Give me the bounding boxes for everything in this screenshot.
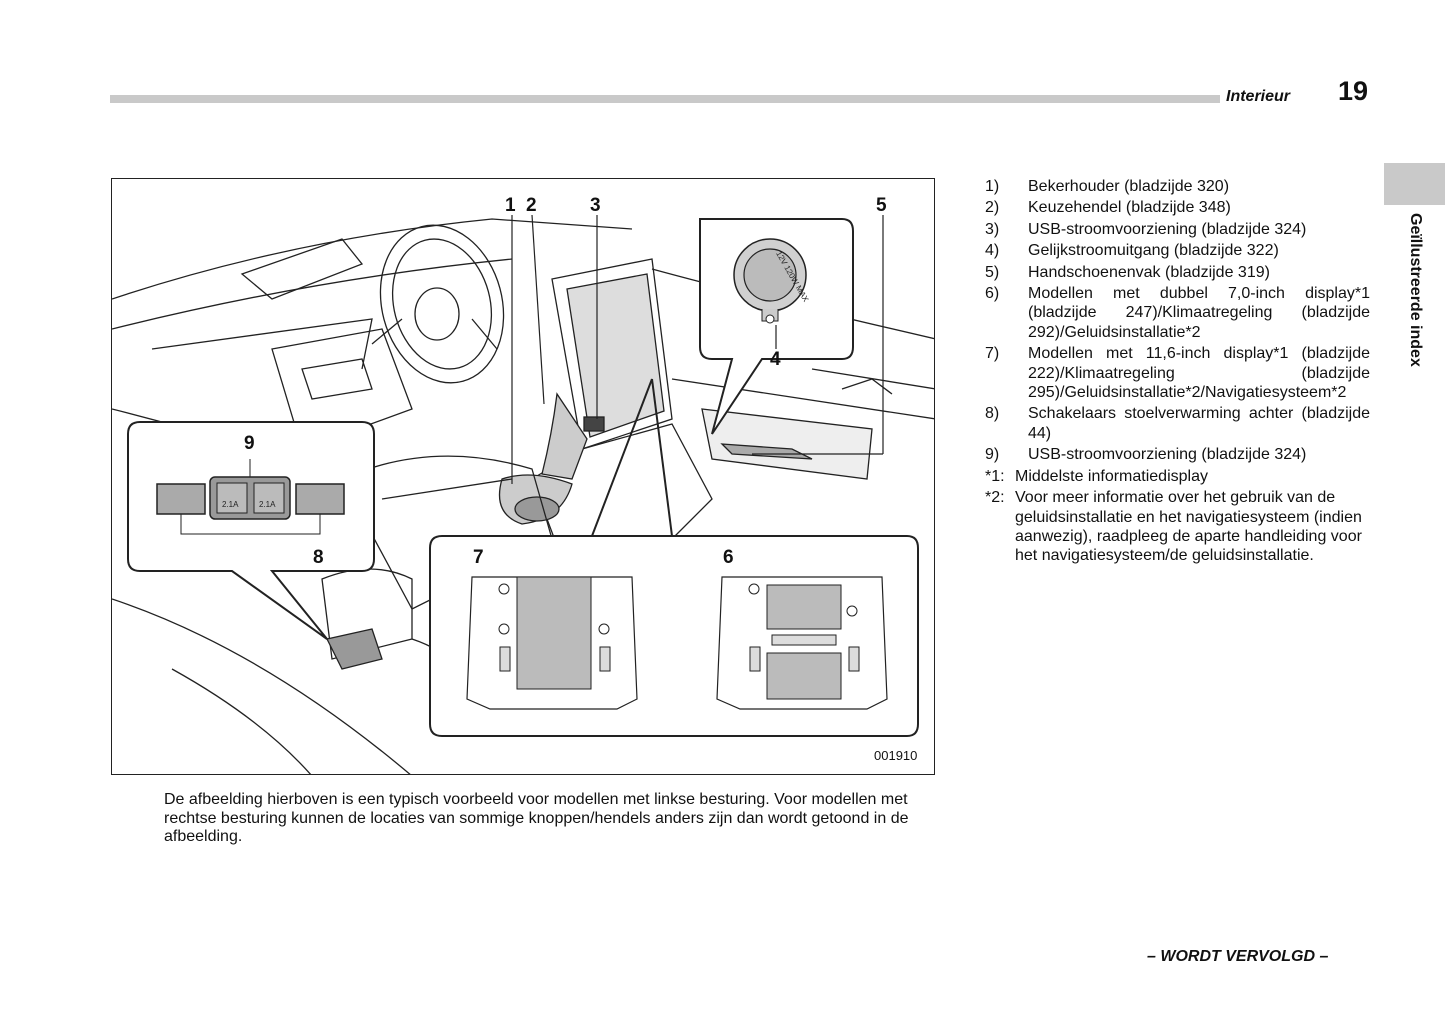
header-bar xyxy=(110,95,1220,103)
usb-callout: 2.1A 2.1A xyxy=(127,421,375,640)
legend-item: 3)USB-stroomvoorziening (bladzijde 324) xyxy=(985,220,1307,238)
figure-caption: De afbeelding hierboven is een typisch v… xyxy=(164,791,909,845)
legend-note: *1:Middelste informatiedisplay xyxy=(985,467,1208,485)
legend-item: 2)Keuzehendel (bladzijde 348) xyxy=(985,199,1231,217)
side-tab-label: Geïllustreerde index xyxy=(1407,213,1424,367)
legend-item: 6)Modellen met dubbel 7,0-inch display*1… xyxy=(985,285,1370,341)
callout-6: 6 xyxy=(723,547,734,568)
legend-item: 7)Modellen met 11,6-inch display*1 (blad… xyxy=(985,345,1370,402)
callout-5: 5 xyxy=(876,195,887,216)
seat-heater-switch-left xyxy=(156,483,206,515)
seat-heater-switch-right xyxy=(295,483,345,515)
callout-1: 1 xyxy=(505,195,516,216)
legend-item: 8)Schakelaars stoelverwarming achter (bl… xyxy=(985,405,1370,442)
legend-item: 1)Bekerhouder (bladzijde 320) xyxy=(985,178,1230,195)
legend-item: 9)USB-stroomvoorziening (bladzijde 324) xyxy=(985,446,1307,464)
usb-port-left: 2.1A xyxy=(222,500,239,509)
callout-2: 2 xyxy=(526,195,537,216)
interior-illustration: 12V 120W MAX 2.1A 2.1A xyxy=(111,178,935,775)
callout-8: 8 xyxy=(313,547,324,568)
callout-7: 7 xyxy=(473,547,484,568)
legend-item: 5)Handschoenenvak (bladzijde 319) xyxy=(985,263,1270,281)
display-7-0-inch-upper xyxy=(766,584,842,630)
legend-item: 4)Gelijkstroomuitgang (bladzijde 322) xyxy=(985,242,1279,260)
figure-code: 001910 xyxy=(874,748,918,763)
legend-list: 1)Bekerhouder (bladzijde 320) 2)Keuzehen… xyxy=(985,177,1370,568)
callout-4: 4 xyxy=(770,349,781,370)
display-callout xyxy=(429,378,919,737)
continued-footer: – WORDT VERVOLGD – xyxy=(1147,948,1329,965)
side-tab xyxy=(1384,163,1445,205)
callout-9: 9 xyxy=(244,433,255,454)
interior-drawing: 12V 120W MAX 2.1A 2.1A xyxy=(112,195,934,774)
usb-port-right: 2.1A xyxy=(259,500,276,509)
section-title: Interieur xyxy=(1226,88,1291,105)
display-11-6-inch xyxy=(516,576,592,690)
display-7-0-inch-lower xyxy=(766,652,842,700)
page-number: 19 xyxy=(1338,76,1369,106)
callout-3: 3 xyxy=(590,195,601,216)
legend-note: *2:Voor meer informatie over het gebruik… xyxy=(985,489,1362,565)
socket-callout: 12V 120W MAX xyxy=(699,218,854,435)
